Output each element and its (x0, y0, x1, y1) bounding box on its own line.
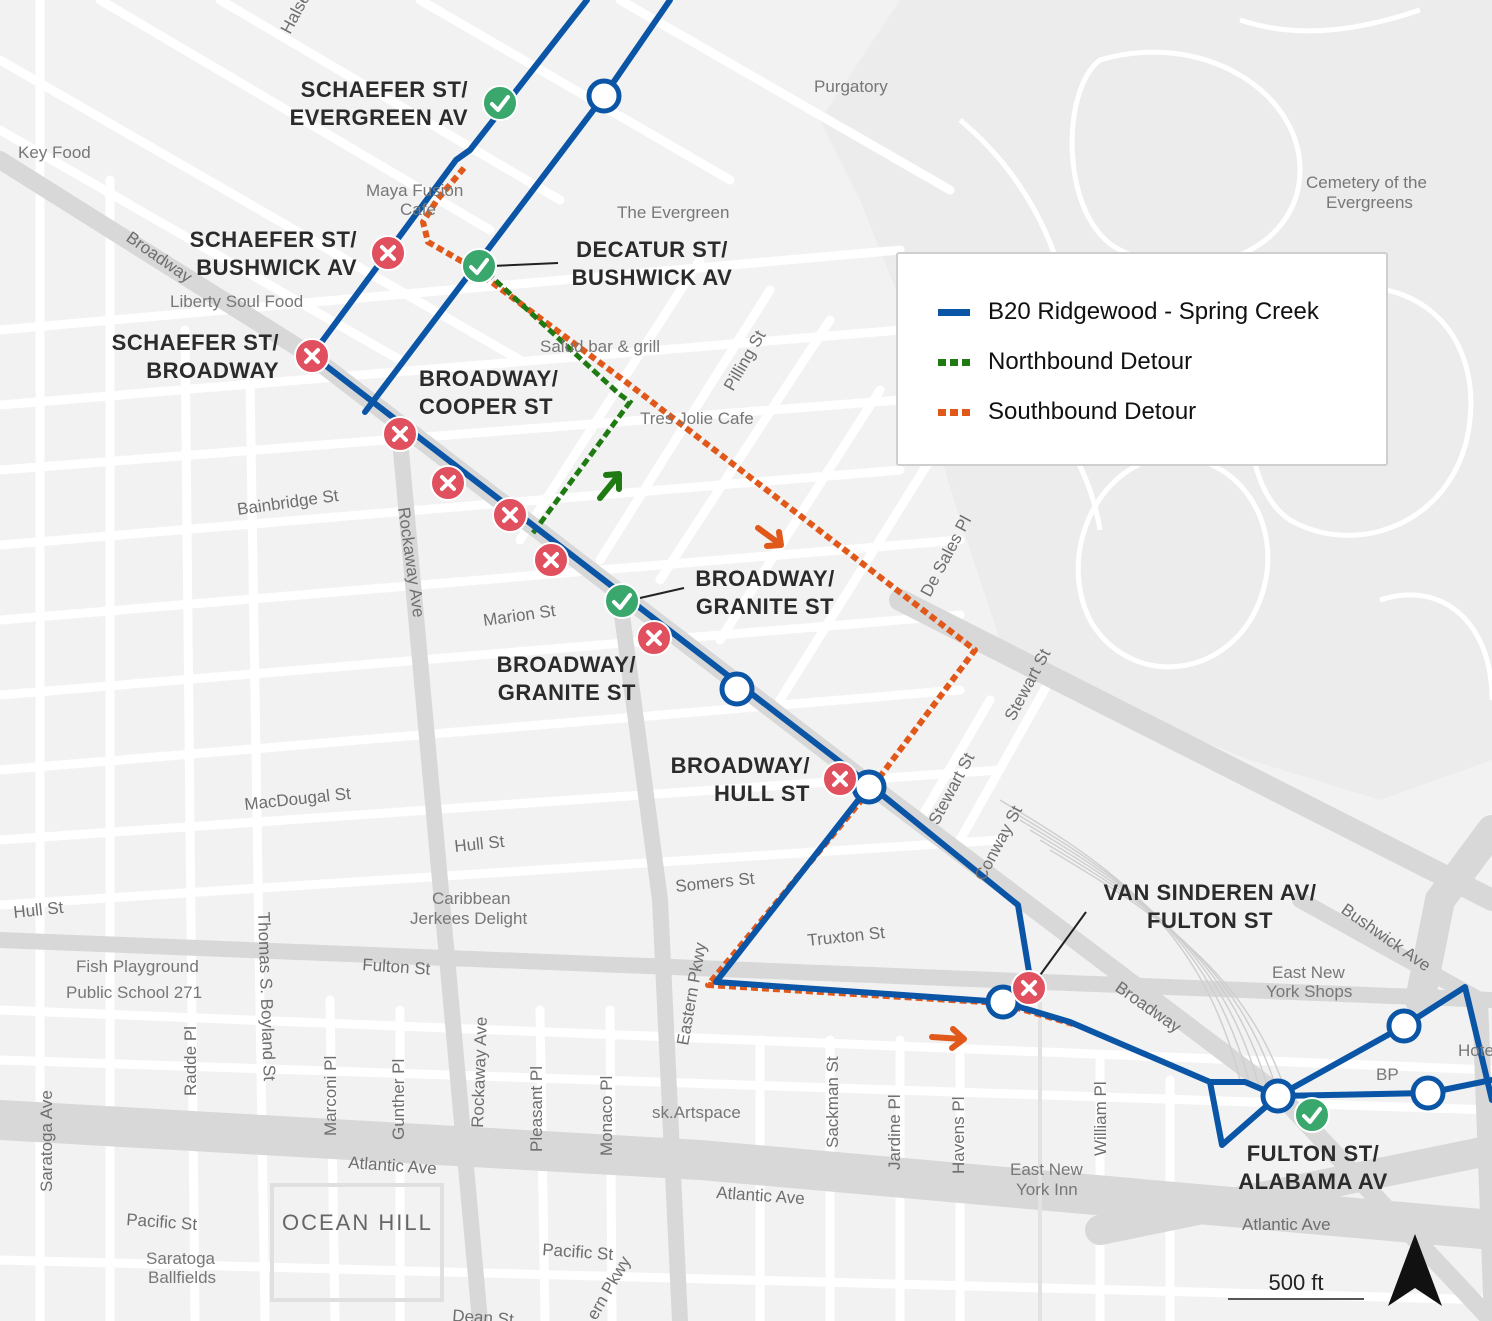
poi-label: Salud bar & grill (540, 337, 660, 356)
poi-label: York Shops (1266, 982, 1352, 1001)
stop-label: SCHAEFER ST/EVERGREEN AV (290, 77, 468, 130)
street-label: Radde Pl (181, 1026, 200, 1096)
closed-stop-icon[interactable] (370, 235, 406, 271)
closed-stop-icon[interactable] (636, 620, 672, 656)
temporary-stop-icon[interactable] (604, 583, 640, 619)
poi-label: sk.Artspace (652, 1103, 741, 1122)
stop-label: BROADWAY/GRANITE ST (497, 652, 636, 705)
stop-marker[interactable] (851, 769, 887, 805)
poi-label: Tres Jolie Cafe (640, 409, 754, 428)
stop-label: FULTON ST/ALABAMA AV (1238, 1141, 1388, 1194)
poi-label: Cemetery of the (1306, 173, 1427, 192)
poi-label: Liberty Soul Food (170, 292, 303, 311)
stop-label: DECATUR ST/BUSHWICK AV (572, 237, 733, 290)
poi-label: Ballfields (148, 1268, 216, 1287)
legend-item-southbound: Southbound Detour (938, 398, 1196, 426)
label-leader-lines (491, 262, 1087, 979)
legend-item-b20: B20 Ridgewood - Spring Creek (938, 298, 1319, 326)
legend-swatch-dashed-orange (938, 408, 970, 416)
street-label: Marconi Pl (321, 1056, 340, 1136)
temporary-stop-icon[interactable] (1294, 1097, 1330, 1133)
poi-label: East New (1010, 1160, 1083, 1179)
legend-label: B20 Ridgewood - Spring Creek (988, 298, 1319, 325)
closed-stop-icon[interactable] (294, 338, 330, 374)
map-legend: B20 Ridgewood - Spring Creek Northbound … (896, 252, 1388, 466)
stop-label: SCHAEFER ST/BROADWAY (112, 330, 279, 383)
stop-label: BROADWAY/HULL ST (671, 753, 810, 806)
northbound-detour-route (480, 266, 634, 535)
poi-label: Evergreens (1326, 193, 1413, 212)
closed-stops (294, 235, 1047, 1006)
poi-label: East New (1272, 963, 1345, 982)
street-label: Jardine Pl (885, 1094, 904, 1170)
poi-label: Saratoga (146, 1249, 216, 1268)
closed-stop-icon[interactable] (382, 416, 418, 452)
street-label: Havens Pl (949, 1097, 968, 1174)
temporary-stop-icon[interactable] (482, 85, 518, 121)
street-label: Saratoga Ave (37, 1090, 56, 1192)
stop-labels: SCHAEFER ST/EVERGREEN AV SCHAEFER ST/BUSH… (112, 77, 1388, 1194)
poi-label: Cafe (400, 200, 436, 219)
street-label: Dean St (452, 1306, 515, 1321)
legend-label: Northbound Detour (988, 348, 1193, 375)
stop-marker[interactable] (586, 78, 622, 114)
north-arrow-icon (1388, 1234, 1442, 1306)
area-label: OCEAN HILL (282, 1210, 433, 1235)
closed-stop-icon[interactable] (1011, 970, 1047, 1006)
park-outline (270, 1183, 444, 1302)
stop-label: BROADWAY/GRANITE ST (695, 566, 834, 619)
street-label: William Pl (1091, 1081, 1110, 1156)
northbound-direction-arrow (597, 471, 622, 501)
legend-item-northbound: Northbound Detour (938, 348, 1192, 376)
legend-swatch-solid (938, 308, 970, 316)
street-label: Monaco Pl (597, 1076, 616, 1156)
stop-label: VAN SINDEREN AV/FULTON ST (1104, 880, 1317, 933)
poi-label: Public School 271 (66, 983, 202, 1002)
street-label: Pleasant Pl (527, 1066, 546, 1152)
southbound-direction-arrow-2 (929, 1026, 967, 1051)
stop-marker[interactable] (719, 671, 755, 707)
poi-label: Fish Playground (76, 957, 199, 976)
stop-marker[interactable] (1410, 1075, 1446, 1111)
poi-label: Maya Fusion (366, 181, 463, 200)
active-stops (586, 78, 1446, 1114)
temporary-stops (461, 85, 1330, 1133)
street-label: Fulton St (362, 955, 431, 979)
stop-label: BROADWAY/COOPER ST (419, 366, 558, 419)
poi-label: Key Food (18, 143, 91, 162)
closed-stop-icon[interactable] (430, 465, 466, 501)
poi-label: Purgatory (814, 77, 888, 96)
poi-label: Jerkees Delight (410, 909, 527, 928)
street-label: Pacific St (126, 1210, 198, 1234)
legend-label: Southbound Detour (988, 398, 1197, 425)
closed-stop-icon[interactable] (822, 761, 858, 797)
legend-swatch-dashed-green (938, 358, 970, 366)
poi-label: BP (1376, 1065, 1399, 1084)
street-label: Rockaway Ave (468, 1016, 491, 1128)
scale-line (1228, 1298, 1364, 1300)
southbound-direction-arrow (755, 525, 784, 549)
closed-stop-icon[interactable] (533, 542, 569, 578)
rail-yard (999, 799, 1291, 1321)
temporary-stop-icon[interactable] (461, 248, 497, 284)
scale-label: 500 ft (1268, 1270, 1324, 1295)
stop-marker[interactable] (1260, 1078, 1296, 1114)
poi-label: York Inn (1016, 1180, 1078, 1199)
closed-stop-icon[interactable] (492, 497, 528, 533)
street-label: Pacific St (542, 1240, 614, 1264)
poi-label: The Evergreen (617, 203, 729, 222)
poi-label: Caribbean (432, 889, 510, 908)
scale-bar: 500 ft (1228, 1270, 1364, 1300)
southbound-detour-route (420, 166, 1074, 1027)
street-label: Atlantic Ave (1242, 1215, 1331, 1234)
stop-marker[interactable] (1386, 1008, 1422, 1044)
street-label: Sackman St (823, 1056, 842, 1148)
poi-label: Hote (1458, 1041, 1492, 1060)
stop-label: SCHAEFER ST/BUSHWICK AV (190, 227, 357, 280)
street-label: Gunther Pl (389, 1059, 408, 1140)
